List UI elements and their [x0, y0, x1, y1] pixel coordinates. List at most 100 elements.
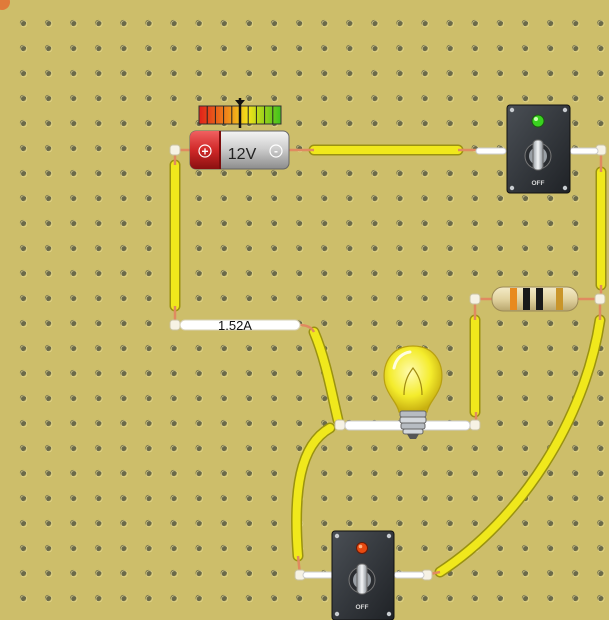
- board-hole-rim: [271, 170, 279, 178]
- board-hole-rim: [321, 45, 329, 53]
- board-hole-rim: [145, 120, 153, 128]
- board-hole-rim: [497, 470, 505, 478]
- board-hole-rim: [346, 270, 354, 278]
- board-hole-rim: [597, 495, 605, 503]
- board-hole-rim: [145, 495, 153, 503]
- board-hole-rim: [170, 395, 178, 403]
- board-hole-rim: [145, 195, 153, 203]
- board-hole-rim: [170, 470, 178, 478]
- switch-top-indicator-icon: [531, 114, 545, 128]
- board-hole-rim: [246, 170, 254, 178]
- board-hole-rim: [196, 420, 203, 428]
- board-hole-rim: [572, 195, 580, 203]
- board-hole-rim: [45, 20, 53, 28]
- resistor[interactable]: [491, 286, 579, 312]
- board-hole-rim: [572, 545, 580, 553]
- board-hole-rim: [572, 520, 580, 528]
- board-hole-rim: [196, 95, 203, 103]
- board-hole-rim: [497, 45, 505, 53]
- board-hole-rim: [20, 195, 28, 203]
- board-hole-rim: [120, 95, 128, 103]
- board-hole-rim: [572, 370, 580, 378]
- board-hole-rim: [522, 95, 530, 103]
- board-hole-rim: [547, 220, 555, 228]
- board-hole-rim: [196, 195, 203, 203]
- board-hole-rim: [421, 595, 429, 603]
- resistor-band: [523, 288, 530, 310]
- switch-bottom[interactable]: OFF: [302, 530, 425, 620]
- board-hole-rim: [321, 220, 329, 228]
- board-hole-rim: [196, 270, 203, 278]
- board-hole-rim: [95, 170, 103, 178]
- board-hole-rim: [221, 170, 228, 178]
- board-hole-rim: [497, 245, 505, 253]
- board-hole-rim: [597, 595, 605, 603]
- board-hole-rim: [472, 170, 479, 178]
- board-hole-rim: [321, 545, 329, 553]
- board-hole-rim: [221, 45, 228, 53]
- board-hole-rim: [346, 45, 354, 53]
- board-hole-rim: [421, 295, 429, 303]
- board-hole-rim: [371, 495, 379, 503]
- board-hole-rim: [95, 320, 103, 328]
- board-hole-rim: [447, 395, 454, 403]
- board-hole-rim: [371, 70, 379, 78]
- board-hole-rim: [20, 395, 28, 403]
- board-hole-rim: [145, 220, 153, 228]
- board-hole-rim: [246, 70, 254, 78]
- board-hole-rim: [547, 345, 555, 353]
- terminals: [169, 144, 607, 581]
- board-hole-rim: [70, 445, 78, 453]
- battery-voltage-meter[interactable]: [198, 98, 282, 128]
- board-hole-rim: [472, 70, 479, 78]
- board-hole-rim: [45, 45, 53, 53]
- board-hole-rim: [170, 20, 178, 28]
- board-hole-rim: [597, 45, 605, 53]
- board-hole-rim: [45, 270, 53, 278]
- board-hole-rim: [246, 270, 254, 278]
- switch-bottom-indicator-icon: [356, 542, 368, 554]
- board-hole-rim: [447, 220, 454, 228]
- board-hole-rim: [170, 595, 178, 603]
- board-hole-rim: [572, 120, 580, 128]
- switch-top[interactable]: OFF: [475, 104, 599, 194]
- board-hole-rim: [145, 595, 153, 603]
- board-hole-rim: [120, 170, 128, 178]
- board-hole-rim: [321, 20, 329, 28]
- board-hole-rim: [371, 270, 379, 278]
- board-hole-rim: [196, 520, 203, 528]
- board-hole-rim: [120, 70, 128, 78]
- board-hole-rim: [45, 470, 53, 478]
- board-hole-rim: [120, 570, 128, 578]
- board-hole-rim: [246, 195, 254, 203]
- board-hole-rim: [522, 395, 530, 403]
- light-bulb[interactable]: [344, 345, 471, 439]
- battery[interactable]: + - 12V: [189, 98, 290, 170]
- board-hole-rim: [497, 370, 505, 378]
- board-hole-rim: [45, 595, 53, 603]
- board-hole-rim: [20, 445, 28, 453]
- board-hole-rim: [296, 120, 304, 128]
- board-hole-rim: [321, 120, 329, 128]
- board-hole-rim: [346, 220, 354, 228]
- board-hole-rim: [296, 245, 304, 253]
- board-hole-rim: [70, 70, 78, 78]
- board-hole-rim: [221, 95, 228, 103]
- board-hole-rim: [95, 220, 103, 228]
- board-hole-rim: [70, 20, 78, 28]
- board-hole-rim: [447, 195, 454, 203]
- board-hole-rim: [396, 120, 404, 128]
- board-hole-rim: [572, 570, 580, 578]
- board-hole-rim: [145, 320, 153, 328]
- ammeter[interactable]: 1.52A: [179, 318, 301, 333]
- board-hole-rim: [522, 595, 530, 603]
- board-hole-rim: [70, 520, 78, 528]
- board-hole-rim: [371, 245, 379, 253]
- board-hole-rim: [120, 245, 128, 253]
- board-hole-rim: [472, 520, 479, 528]
- board-hole-rim: [371, 20, 379, 28]
- board-hole-rim: [371, 95, 379, 103]
- board-hole-rim: [371, 120, 379, 128]
- board-hole-rim: [45, 370, 53, 378]
- board-hole-rim: [45, 570, 53, 578]
